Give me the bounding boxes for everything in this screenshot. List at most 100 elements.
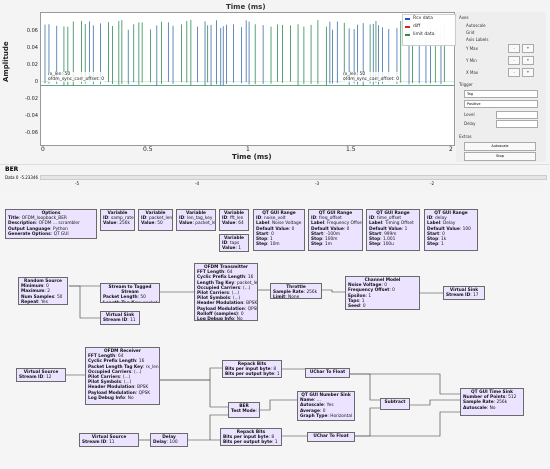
ymin-minus-button[interactable]: - <box>508 56 520 65</box>
block-title: Virtual Source <box>23 370 59 375</box>
block-param: Sample Rate: 256k <box>273 290 318 296</box>
block-param: Pilot Symbols: (...) <box>88 380 132 386</box>
block-title: QT GUI Range <box>376 211 410 216</box>
block-param: Step: 1m <box>311 242 332 248</box>
block-param: Occupied Carriers: (...) <box>88 369 142 375</box>
block-subtract[interactable]: Subtract <box>380 398 410 410</box>
block-title: OFDM Receiver <box>104 349 141 354</box>
block-param: Bits per output byte: 1 <box>225 372 280 378</box>
axis-labels-checkbox[interactable]: Axis Labels <box>466 37 489 42</box>
block-param: Value: 64 <box>222 221 244 227</box>
connection <box>410 399 460 406</box>
legend-swatch <box>405 34 410 36</box>
x-tick: 1.5 <box>346 146 356 153</box>
block-param: Payload Modulation: QPSK <box>197 306 258 312</box>
autoscale-checkbox[interactable]: Autoscale <box>466 23 486 28</box>
ymax-minus-button[interactable]: - <box>508 44 520 53</box>
block-param: Epsilon: 1 <box>348 293 372 299</box>
block-title: Repack Bits <box>236 430 266 435</box>
block-title: Virtual Sink <box>449 288 479 293</box>
block-title: QT GUI Number Sink <box>301 393 351 398</box>
block-title: Repack Bits <box>237 362 267 367</box>
block-uchar-to-float-2[interactable]: UChar To Float <box>307 432 355 442</box>
block-param: Generate Options: QT GUI <box>8 231 69 237</box>
axes-label: Axes <box>459 15 469 20</box>
block-param: ID: fft_len <box>222 216 244 222</box>
delay-field[interactable] <box>496 120 538 128</box>
xmax-minus-button[interactable]: - <box>508 68 520 77</box>
y-tick: -0.06 <box>25 130 38 136</box>
plot-legend[interactable]: Rcv data diff limit data <box>402 14 456 46</box>
connection <box>69 285 100 319</box>
xmax-plus-button[interactable]: + <box>522 68 534 77</box>
block-param: Bits per input byte: 8 <box>223 435 275 441</box>
ymax-plus-button[interactable]: + <box>522 44 534 53</box>
block-param: Step: 10m <box>256 242 280 248</box>
block-param: Bits per output byte: 1 <box>223 440 278 446</box>
block-param: Num Samples: 50 <box>21 294 63 300</box>
autoscale-button[interactable]: Autoscale <box>464 142 536 151</box>
block-param: Maximum: 2 <box>21 289 50 295</box>
connection <box>350 373 460 395</box>
block-title: Virtual Sink <box>105 313 135 318</box>
stop-button[interactable]: Stop <box>464 152 536 161</box>
legend-item[interactable]: limit data <box>403 31 455 39</box>
legend-item[interactable]: diff <box>403 23 455 31</box>
trigger-slope-select[interactable]: Positive <box>464 100 538 108</box>
block-param: ID: len_tag_key <box>179 216 213 222</box>
level-label: Level <box>464 112 475 117</box>
block-param: Default Value: 0 <box>256 226 295 232</box>
block-title: Options <box>41 211 61 216</box>
block-param: Stop: 100m <box>311 237 338 243</box>
trigger-mode-select[interactable]: Tag <box>464 90 538 98</box>
ymin-plus-button[interactable]: + <box>522 56 534 65</box>
block-title: Variable <box>224 211 244 216</box>
block-param: Start: 999m <box>369 231 397 237</box>
level-field[interactable] <box>496 111 538 119</box>
block-param: Minimum: 0 <box>21 284 49 290</box>
block-param: Label: Timing Offset <box>369 221 414 227</box>
block-param: Log Debug Info: No <box>197 317 243 321</box>
grid-checkbox[interactable]: Grid <box>466 30 475 35</box>
legend-item[interactable]: Rcv data <box>403 15 455 23</box>
block-param: Seed: 0 <box>348 304 366 310</box>
block-param: Header Modulation: BPSK <box>88 385 149 391</box>
block-title: QT GUI Range <box>434 211 468 216</box>
block-param: ID: taps <box>222 241 240 247</box>
plot-controls-panel: Axes Autoscale Grid Axis Labels Y Max - … <box>456 12 546 162</box>
y-tick: -0.04 <box>25 113 38 119</box>
block-param: Stop: 1k <box>427 237 447 243</box>
y-tick: 0.02 <box>26 62 38 68</box>
y-tick: -0.02 <box>25 96 38 102</box>
block-uchar-to-float-1[interactable]: UChar To Float <box>305 368 350 378</box>
block-param: Default Value: 0 <box>311 226 350 232</box>
block-param: Label: Delay <box>427 221 456 227</box>
